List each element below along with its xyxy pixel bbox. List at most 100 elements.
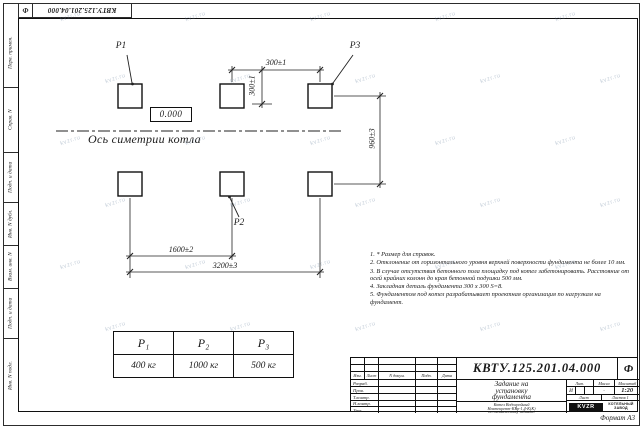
revision-cell xyxy=(438,358,456,364)
margin-cell: Перв. примен. xyxy=(3,18,18,88)
product-name-line: Котел Водогрейный xyxy=(493,402,530,407)
revision-row xyxy=(351,358,456,365)
foundation-pad xyxy=(307,171,333,197)
note-1: 1. * Размер для справок. xyxy=(370,251,436,258)
signature-cell xyxy=(438,387,456,393)
lit-value: И xyxy=(567,387,576,394)
signature-role: Т.контр. xyxy=(351,394,379,400)
load-point-label-p2: Р2 xyxy=(233,218,245,228)
doc-title: Задание на установку фундамента xyxy=(457,380,566,401)
symmetry-axis-label: Ось симетрии котла xyxy=(88,132,201,146)
load-point-label-p1: Р1 xyxy=(115,41,127,51)
column-header: N докум. xyxy=(379,372,416,379)
revision-cell xyxy=(351,358,365,364)
load-point-label-p3: Р3 xyxy=(349,41,361,51)
company-logo: KVZR xyxy=(569,402,603,412)
load-table-value-row: 400 кг 1000 кг 500 кг xyxy=(113,354,294,378)
doc-title-cell: Задание на установку фундамента Котел Во… xyxy=(456,380,566,415)
signature-row: Разраб. xyxy=(351,380,456,387)
signature-cell xyxy=(438,394,456,400)
outer-border xyxy=(3,3,640,426)
signature-cell xyxy=(379,407,416,413)
revision-header-row: Изм. Лист N докум. Подп. Дата xyxy=(351,372,456,380)
left-margin-column: Перв. примен. Справ. N Подп. и дата Инв.… xyxy=(3,18,18,412)
dimension-lines xyxy=(126,66,386,278)
margin-cell: Подп. и дата xyxy=(3,153,18,203)
revision-cell xyxy=(416,365,438,371)
signature-row: Утв. xyxy=(351,407,456,413)
signature-row: Н.контр. xyxy=(351,401,456,407)
doc-title-line: установку xyxy=(495,386,528,395)
margin-cell: Справ. N xyxy=(3,88,18,153)
doc-number: КВТУ.125.201.04.000 xyxy=(472,361,602,375)
signature-cell xyxy=(379,387,416,393)
company-name-line: КОТЕЛЬНЫЙ xyxy=(608,402,634,407)
mass-value: - xyxy=(594,387,616,394)
company-row: KVZR КОТЕЛЬНЫЙ ЗАВОД xyxy=(567,401,639,413)
signature-cell xyxy=(379,394,416,400)
lit-cell xyxy=(576,387,585,394)
company-name: КОТЕЛЬНЫЙ ЗАВОД xyxy=(605,402,637,411)
signature-cell xyxy=(416,394,438,400)
signature-cell xyxy=(438,401,456,406)
doc-title-line: фундамента xyxy=(491,393,532,402)
revision-row xyxy=(351,365,456,372)
scale-value: 1:20 xyxy=(621,387,634,394)
mass-label: Масса xyxy=(594,380,616,386)
foundation-pad xyxy=(117,171,143,197)
load-table-value: 400 кг xyxy=(113,354,174,378)
doc-letter: Ф xyxy=(617,358,639,379)
company-name-line: ЗАВОД xyxy=(614,406,628,410)
sheets-label: Листов 1 xyxy=(611,395,629,400)
lit-mass-scale-value-row: И - 1:20 xyxy=(567,387,639,395)
signature-cell xyxy=(438,380,456,386)
revision-cell xyxy=(438,365,456,371)
note-3: 3. В случае отсутствия бетонного пола пл… xyxy=(370,267,630,282)
doc-number-band: КВТУ.125.201.04.000 Ф xyxy=(456,358,639,380)
signature-cell xyxy=(379,401,416,406)
sheet-label: Лист xyxy=(567,395,602,400)
note-4: 4. Закладная деталь фундамента 300 х 300… xyxy=(370,283,503,291)
load-table-header-row: Р₁ Р₂ Р₃ xyxy=(113,331,294,355)
signature-role: Пров. xyxy=(351,387,379,393)
lit-mass-scale-header-row: Лит. Масса Масштаб xyxy=(567,380,639,387)
product-name: Котел Водогрейный Неатекрепт-КВр-1,4-К(К… xyxy=(457,401,566,415)
drawing-frame xyxy=(18,18,638,412)
note-2: 2. Отклонение от горизонтального уровня … xyxy=(370,259,626,267)
signature-cell xyxy=(438,407,456,413)
foundation-pads xyxy=(117,83,333,197)
revision-cell xyxy=(365,365,379,371)
foundation-pad xyxy=(307,83,333,109)
load-table-header: Р₃ xyxy=(233,331,294,355)
sheet-count-row: Лист Листов 1 xyxy=(567,395,639,401)
signature-row: Пров. xyxy=(351,387,456,394)
product-name-line: Неатекрепт-КВр-1,4-К(К) xyxy=(487,405,536,411)
dimension-label-300-horizontal: 300±1 xyxy=(265,58,287,67)
dimension-label-300-vertical: 300±1 xyxy=(247,75,257,96)
revision-cell xyxy=(365,358,379,364)
revision-cell xyxy=(351,365,365,371)
product-name-line: по техническому заданию xyxy=(488,409,535,415)
doc-title-line: Задание на xyxy=(494,380,529,388)
column-header: Лист xyxy=(365,372,379,379)
scale-label: Масштаб xyxy=(618,380,637,386)
load-table-header: Р₁ xyxy=(113,331,174,355)
signature-role: Н.контр. xyxy=(351,401,379,406)
notes-block: 1. * Размер для справок. 2. Отклонение о… xyxy=(370,251,634,307)
rotated-doc-stamp: КВТУ.125.201.04.000 Ф xyxy=(18,3,132,18)
foundation-pad xyxy=(219,171,245,197)
signature-role: Разраб. xyxy=(351,380,379,386)
dimension-label-3200: 3200±3 xyxy=(212,261,238,270)
format-label: Формат А3 xyxy=(600,414,635,422)
revision-cell xyxy=(416,358,438,364)
margin-cell: Инв. N дубл. xyxy=(3,203,18,246)
signature-cell xyxy=(416,380,438,386)
signature-row: Т.контр. xyxy=(351,394,456,401)
level-mark: 0.000 xyxy=(150,107,192,122)
title-block-right-grid: Лит. Масса Масштаб И - 1:20 Лист Листов … xyxy=(566,380,639,413)
revision-cell xyxy=(379,358,416,364)
foundation-pad xyxy=(219,83,245,109)
load-table-value: 500 кг xyxy=(233,354,294,378)
